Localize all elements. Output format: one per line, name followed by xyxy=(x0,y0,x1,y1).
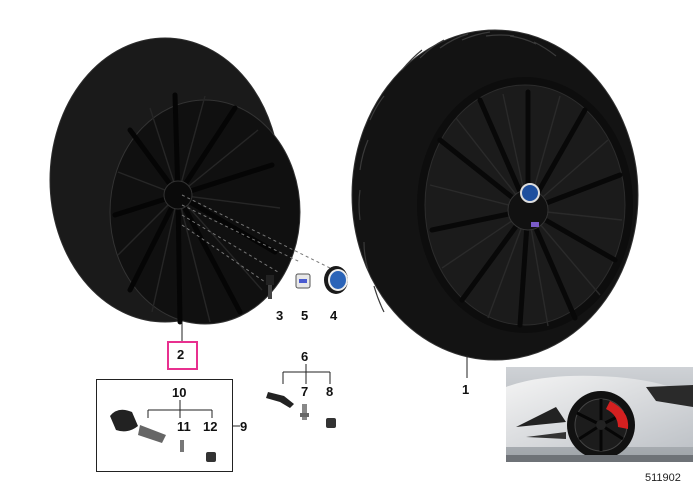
part-number-3[interactable]: 3 xyxy=(276,308,284,323)
tire-pressure-sensor-icon xyxy=(110,409,166,443)
complete-wheel-with-tire xyxy=(351,29,639,361)
part-number-7[interactable]: 7 xyxy=(301,384,309,399)
part-number-12[interactable]: 12 xyxy=(203,419,218,434)
catalog-number: 511902 xyxy=(645,472,681,484)
highlight-box xyxy=(167,341,198,370)
valve-cap-icon xyxy=(326,418,336,428)
part-number-9[interactable]: 9 xyxy=(240,419,248,434)
vehicle-photo-illustration xyxy=(506,367,693,462)
sensor-cap-icon xyxy=(206,452,216,462)
valve-core-icon xyxy=(300,404,309,420)
valve-icon xyxy=(266,392,294,408)
part-number-11[interactable]: 11 xyxy=(177,419,191,434)
hub-cap-icon xyxy=(324,266,348,294)
part-number-4[interactable]: 4 xyxy=(330,308,338,323)
light-alloy-rim xyxy=(49,37,301,325)
m-emblem-icon xyxy=(295,273,311,289)
bracket-6 xyxy=(282,364,331,384)
wheel-bolt-icon xyxy=(266,275,274,299)
part-number-6[interactable]: 6 xyxy=(301,349,309,364)
part-number-10[interactable]: 10 xyxy=(172,385,187,400)
sensor-kit-box xyxy=(96,379,233,472)
part-number-5[interactable]: 5 xyxy=(301,308,309,323)
part-number-2[interactable]: 2 xyxy=(177,347,185,362)
bracket-10 xyxy=(147,400,240,427)
vehicle-reference-photo xyxy=(506,367,693,462)
part-number-8[interactable]: 8 xyxy=(326,384,334,399)
part-number-1[interactable]: 1 xyxy=(462,382,470,397)
sensor-valve-icon xyxy=(180,440,184,452)
